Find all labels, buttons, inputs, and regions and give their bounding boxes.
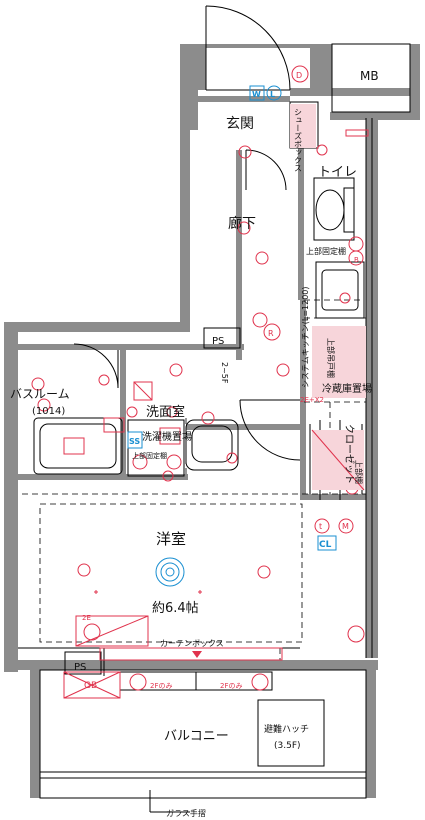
wall-balcony-left	[30, 670, 40, 798]
evac-hatch-floor-label: (3.5F)	[274, 741, 301, 751]
wall-balcony-right	[366, 670, 376, 798]
floor-note-label: 2~5F	[220, 362, 229, 384]
wall-toilet-left	[298, 120, 304, 300]
evac-hatch-outline	[257, 699, 325, 767]
curtain-box-label: カーテンボックス	[160, 639, 224, 648]
ss-symbol: SS	[129, 437, 140, 446]
toilet-bowl	[315, 189, 345, 231]
toilet-label: トイレ	[318, 165, 357, 180]
wall-bath-top	[18, 344, 244, 350]
b-symbol: B	[354, 256, 359, 264]
wall-genkan-top	[190, 96, 290, 102]
l-symbol: L	[270, 90, 275, 99]
evac-hatch-label: 避難ハッチ	[264, 723, 309, 735]
m-symbol: M	[342, 522, 349, 531]
labels: 玄関 トイレ 廊下 上部固定棚 システムキッチン(L=1200) 上部吊戸棚 冷…	[10, 69, 379, 818]
red-fixtures	[31, 65, 369, 699]
wall-left-upper	[180, 120, 190, 330]
ps-bottom-label: PS	[74, 662, 86, 673]
plus-2e-symbol: 2E	[82, 614, 91, 622]
upper-shelf-closet-label: 上部棚	[354, 460, 364, 484]
wall-top-cap	[180, 44, 330, 48]
thin-lines	[18, 5, 411, 813]
tel-outlet	[314, 518, 330, 534]
fridge-note-symbol: 2E+X2	[300, 396, 324, 404]
t-symbol: t	[319, 522, 322, 531]
wall-mb-bottom	[330, 112, 420, 120]
washroom-shelf-label: 上部固定棚	[132, 451, 167, 460]
closet-label: クローゼット	[343, 424, 355, 484]
balcony-label: バルコニー	[164, 729, 229, 744]
r-symbol: R	[268, 329, 274, 338]
shoes-box-label: シューズボックス	[294, 108, 303, 172]
wall-mb-right	[410, 44, 420, 120]
gb-symbol: GB	[84, 681, 97, 691]
yoshitsu-label: 洋室	[156, 530, 186, 548]
blue-symbols	[127, 85, 337, 587]
walls	[4, 44, 420, 798]
d-symbol: D	[296, 71, 302, 80]
system-kitchen-label: システムキッチン(L=1200)	[301, 286, 310, 388]
fridge-label: 冷蔵庫置場	[322, 382, 372, 395]
upper-shelf-kitchen-label: 上部吊戸棚	[326, 338, 336, 378]
window-2f-label-1: 2Fのみ	[150, 682, 172, 690]
mb-label: MB	[360, 69, 379, 83]
wall-kitchen-left	[300, 300, 306, 500]
wall-bath-bottom	[18, 474, 188, 480]
washroom-label: 洗面室	[146, 404, 185, 420]
m-outlet	[338, 518, 354, 534]
wall-bath-right	[120, 350, 126, 480]
genkan-label: 玄関	[226, 115, 254, 132]
wall-bottom	[4, 660, 378, 670]
wall-mb-left	[310, 44, 332, 88]
glass-rail-label: ガラス手摺	[166, 808, 206, 818]
yoshitsu-size-label: 約6.4帖	[152, 601, 199, 616]
cl-symbol: CL	[319, 540, 332, 550]
w-symbol: W	[252, 90, 261, 99]
yoshitsu-light-icon	[155, 557, 185, 587]
bathroom-label: バスルーム	[10, 387, 70, 401]
wall-left	[4, 322, 18, 672]
wall-top-bar	[290, 88, 420, 96]
ps-top-label: PS	[212, 336, 224, 347]
wall-entrance-post	[198, 44, 206, 90]
wall-closet-bottom	[300, 494, 366, 500]
wall-entrance-left	[180, 44, 198, 130]
hallway-label: 廊下	[228, 215, 256, 232]
bathroom-size-label: (1014)	[32, 406, 65, 417]
wall-hall-left	[236, 150, 242, 360]
upper-shelf-toilet-label: 上部固定棚	[306, 246, 346, 256]
washer-label: 洗濯機置場	[142, 430, 192, 443]
wall-left-shoulder	[4, 322, 190, 332]
window-2f-label-2: 2Fのみ	[220, 682, 242, 690]
